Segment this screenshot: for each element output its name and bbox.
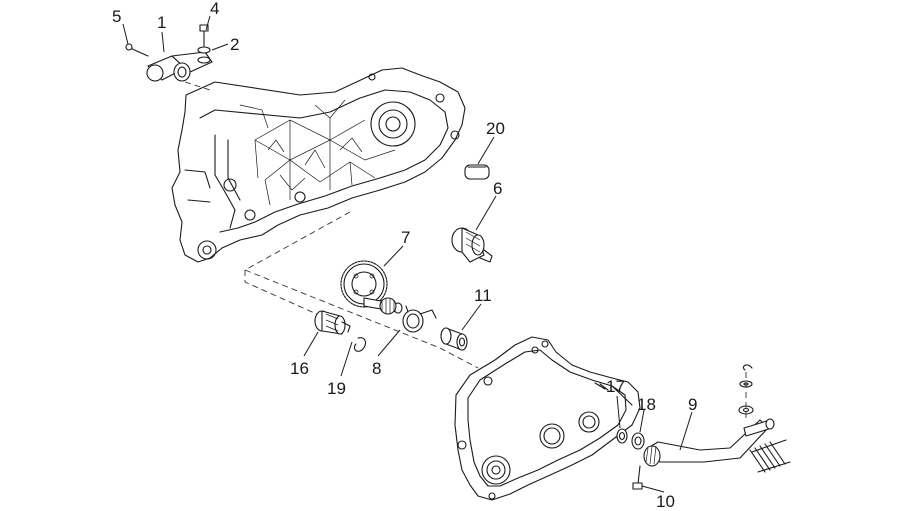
callout-18: 18: [637, 395, 656, 414]
kickstart-lever-9: [643, 364, 791, 473]
screw-5: [125, 43, 149, 57]
bolt-10: [632, 465, 643, 490]
callout-2: 2: [230, 35, 239, 54]
starter-motor: [146, 51, 213, 82]
callout-5: 5: [112, 7, 121, 26]
callout-labels: 5 1 4 2 20 6 7 11 16 19 8 17 18 9 10: [112, 0, 697, 511]
washer-2: [197, 46, 211, 64]
callout-1: 1: [157, 13, 166, 32]
washer-18: [631, 432, 645, 450]
pad-20: [464, 164, 490, 180]
bendix-16: [314, 310, 351, 335]
clip-19: [353, 337, 367, 352]
crankcase-illustration: [171, 67, 466, 263]
callout-19: 19: [327, 379, 346, 398]
spring-8: [402, 305, 437, 333]
clutch-cover: [454, 336, 641, 501]
bush-11: [440, 327, 468, 351]
callout-8: 8: [372, 359, 381, 378]
callout-16: 16: [290, 359, 309, 378]
pinion-6: [451, 227, 493, 263]
callout-4: 4: [210, 0, 219, 18]
callout-9: 9: [688, 395, 697, 414]
bolt-4: [199, 24, 209, 47]
callout-20: 20: [486, 119, 505, 138]
callout-6: 6: [493, 179, 502, 198]
starter-gear-7: [340, 260, 403, 315]
callout-10: 10: [656, 492, 675, 511]
seal-17: [616, 428, 628, 444]
callout-leaders: [122, 15, 693, 493]
callout-17: 17: [606, 377, 625, 396]
callout-7: 7: [401, 228, 410, 247]
callout-11: 11: [474, 286, 492, 305]
